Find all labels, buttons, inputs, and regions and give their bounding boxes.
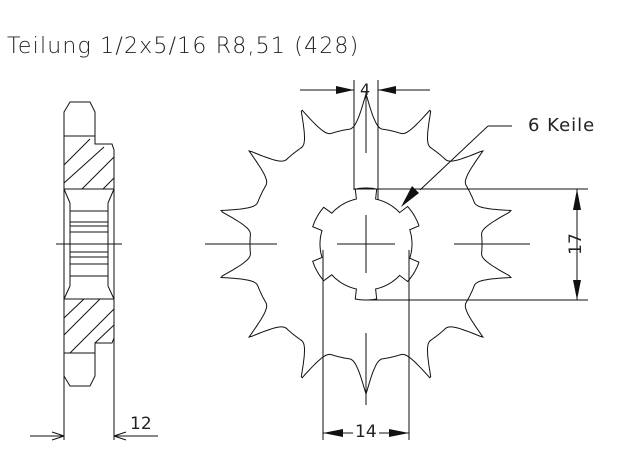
key-width-dimension: 4 (360, 80, 371, 99)
drawing-title: Teilung 1/2x5/16 R8,51 (428) (7, 34, 360, 59)
thickness-dimension: 12 (130, 414, 152, 434)
side-section-view (30, 101, 158, 441)
bore-height-dimension: 17 (565, 233, 586, 255)
bore-width-dimension: 14 (353, 422, 379, 442)
sprocket-front-view (205, 80, 588, 440)
keys-note: 6 Keile (528, 115, 596, 136)
